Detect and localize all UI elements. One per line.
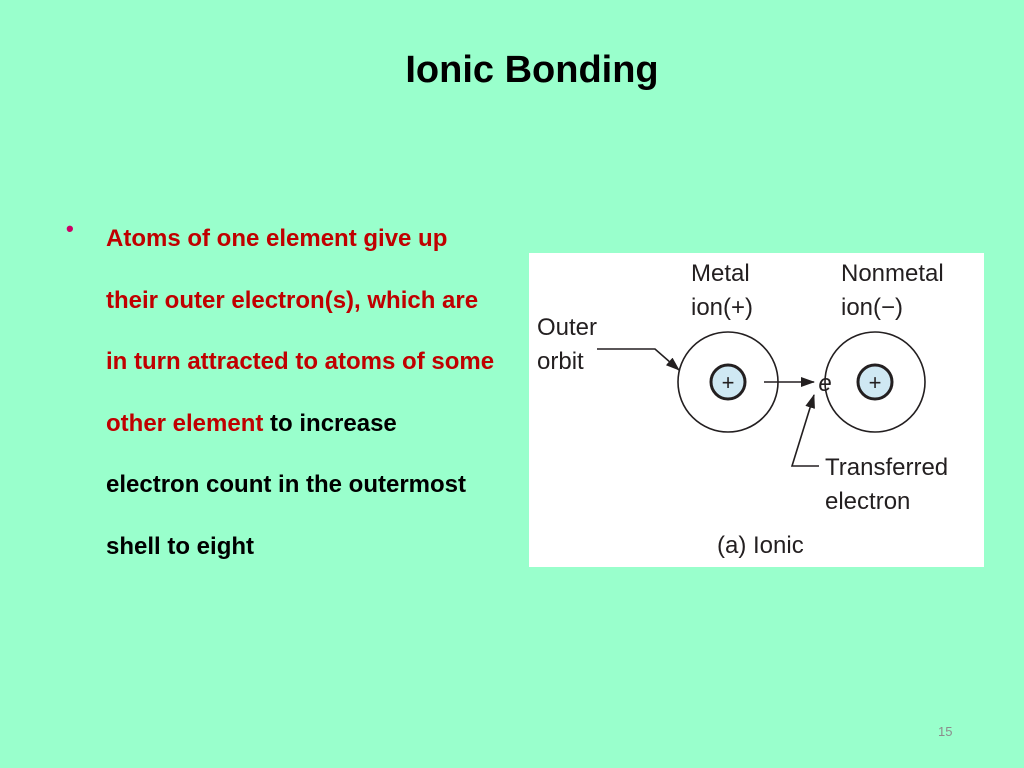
metal-plus-sign: + (722, 370, 735, 395)
nonmetal-plus-sign: + (869, 370, 882, 395)
metal-nucleus (709, 363, 747, 401)
nonmetal-nucleus (856, 363, 894, 401)
electron-symbol: e (818, 370, 831, 397)
nonmetal-label: Nonmetal (841, 260, 944, 287)
bullet-text-normal: to increase electron count in the outerm… (106, 409, 467, 560)
orbit-label: orbit (537, 348, 584, 375)
nonmetal-ion-label: ion(−) (841, 294, 903, 321)
diagram-caption: (a) Ionic (717, 532, 804, 559)
nonmetal-outer-orbit (824, 331, 926, 433)
slide-title: Ionic Bonding (405, 49, 659, 91)
bullet-text: Atoms of one element give up their outer… (106, 208, 496, 577)
transferred-label: Transferred (825, 454, 948, 481)
metal-label: Metal (691, 260, 750, 287)
electron-label: electron (825, 488, 910, 515)
bullet-marker: • (66, 216, 74, 241)
bullet-text-highlight: Atoms of one element give up their outer… (106, 225, 495, 437)
outer-orbit-pointer (597, 348, 680, 371)
ionic-bond-diagram: + + e Metal ion(+) Nonmetal ion(−) Outer… (529, 253, 984, 567)
bullet-point: • Atoms of one element give up their out… (66, 208, 496, 577)
ionic-bond-figure: + + e Metal ion(+) Nonmetal ion(−) Outer… (537, 260, 948, 559)
page-number: 15 (938, 724, 953, 739)
transferred-electron-pointer (790, 394, 819, 467)
outer-label: Outer (537, 314, 597, 341)
metal-ion-label: ion(+) (691, 294, 753, 321)
